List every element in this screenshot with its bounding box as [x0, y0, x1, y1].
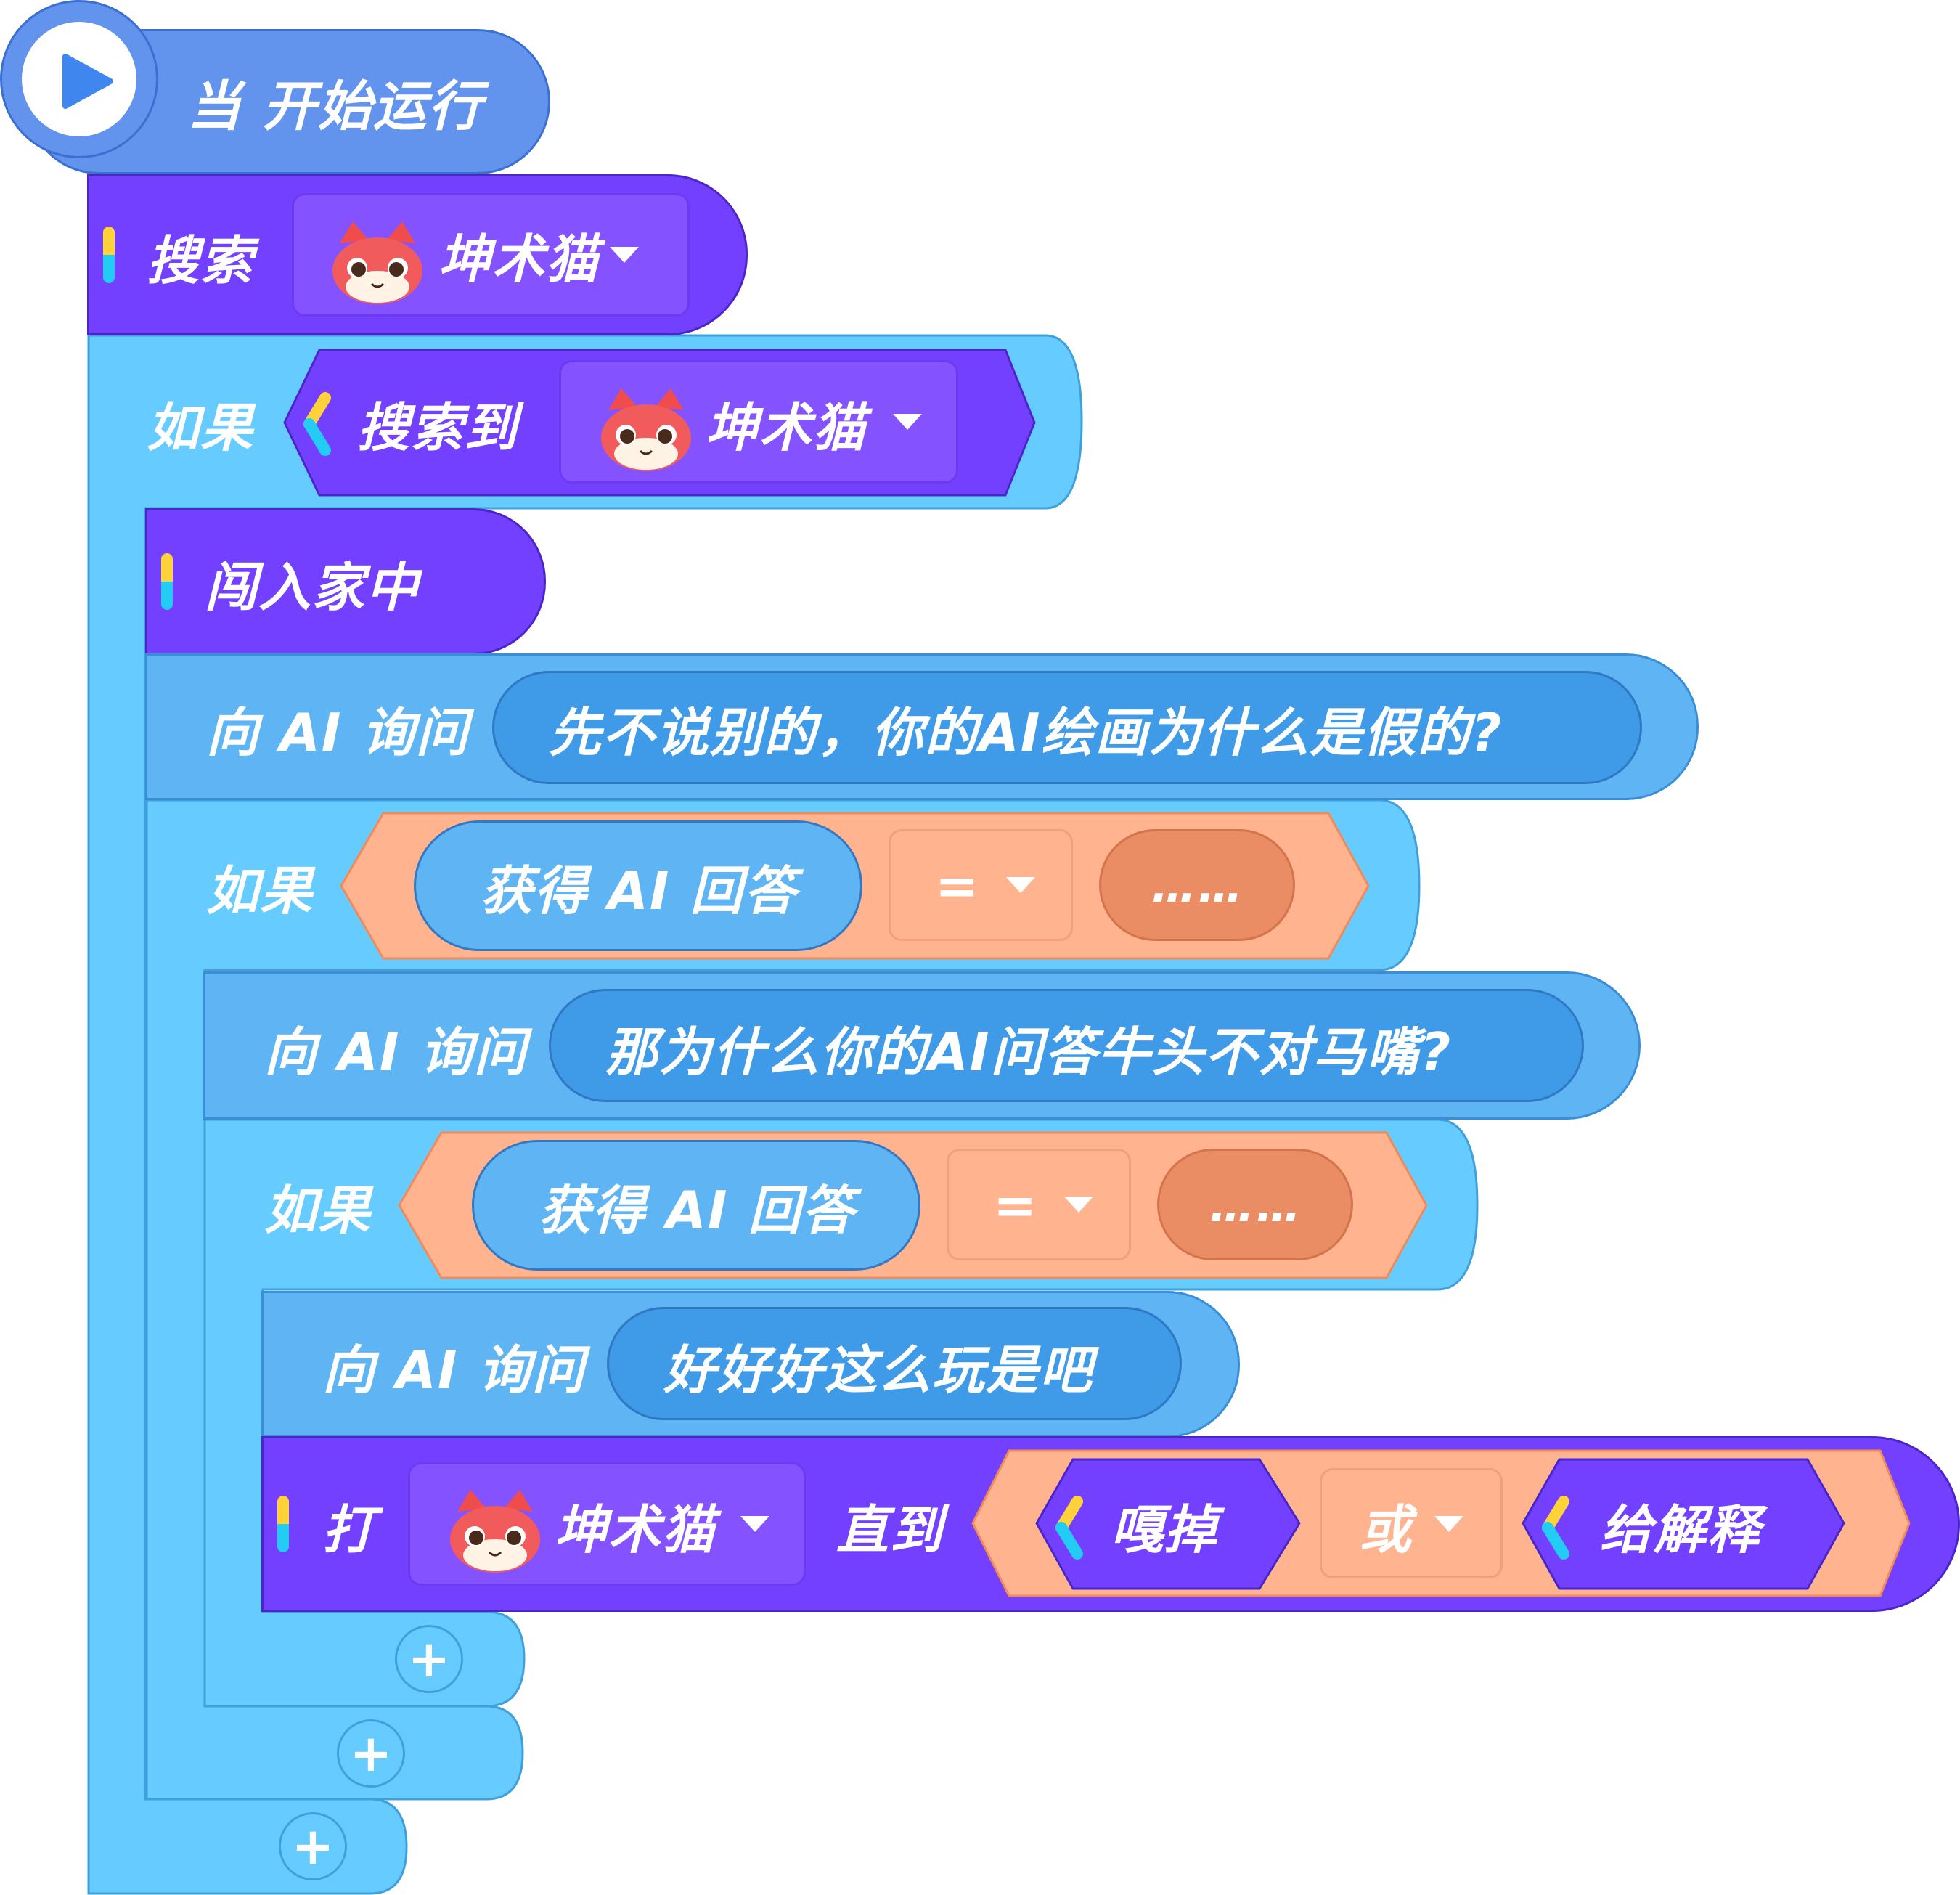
chevron-down-icon — [740, 1516, 769, 1532]
ask-question-input-2[interactable] — [549, 989, 1584, 1102]
compare-value-text-2: …… — [1209, 1178, 1302, 1232]
ask-ai-label-2: 向 AI 询问 — [264, 1021, 528, 1083]
get-ai-answer-label-1: 获得 AI 回答 — [481, 860, 798, 921]
cond-a-label[interactable]: 嘎掉 — [1111, 1499, 1219, 1560]
compare-value-text-1: …… — [1151, 859, 1244, 913]
until-label: 直到 — [836, 1499, 944, 1560]
chevron-down-icon — [1064, 1197, 1093, 1213]
get-ai-answer-reporter-1[interactable] — [414, 820, 862, 951]
hit-label: 打 — [322, 1499, 377, 1560]
ask-question-text-3: 好好好这么玩是吧 — [663, 1339, 1094, 1401]
operator-label-1: = — [935, 855, 981, 916]
enter-home-block[interactable] — [145, 508, 546, 655]
chevron-down-icon — [893, 414, 922, 430]
chevron-down-icon — [610, 247, 639, 263]
ask-ai-label-1: 向 AI 询问 — [206, 701, 470, 763]
pen-stripe-icon — [277, 1496, 289, 1552]
cat-avatar-icon — [327, 221, 428, 311]
if1-label: 如果 — [147, 396, 255, 458]
if1-condition-label: 搜索到 — [357, 396, 519, 458]
compare-value-input-2[interactable] — [1157, 1149, 1353, 1260]
chevron-down-icon — [1434, 1516, 1463, 1532]
ask-question-input-1[interactable] — [492, 671, 1642, 784]
if2-label: 如果 — [206, 860, 314, 921]
cond-b-label[interactable]: 给解释 — [1600, 1499, 1762, 1560]
boolean-chevron-icon — [303, 392, 331, 456]
search-label: 搜索 — [147, 229, 255, 291]
ask-question-text-2: 那为什么你的AI问答牛头不对马嘴? — [605, 1021, 1453, 1083]
compare-value-input-1[interactable] — [1099, 829, 1295, 941]
ask-ai-label-3: 向 AI 询问 — [322, 1339, 586, 1401]
operator-dropdown-2[interactable] — [947, 1149, 1131, 1260]
logic-operator-dropdown[interactable] — [1320, 1468, 1503, 1578]
if3-label: 如果 — [264, 1179, 372, 1241]
chevron-down-icon — [1006, 877, 1035, 893]
add-block-button[interactable]: + — [395, 1625, 463, 1693]
get-ai-answer-reporter-2[interactable] — [472, 1140, 920, 1271]
get-ai-answer-label-2: 获得 AI 回答 — [539, 1179, 856, 1241]
event-label: 当 开始运行 — [187, 75, 483, 138]
ask-question-input-3[interactable] — [607, 1307, 1182, 1420]
if1-target-label: 坤术猫 — [706, 396, 867, 458]
hit-target-label: 坤术猫 — [555, 1499, 716, 1560]
ask-question-text-1: 先不说别的，你的AI绘画为什么是假的? — [549, 701, 1503, 763]
play-icon — [62, 54, 113, 109]
search-target-label: 坤术猫 — [438, 228, 600, 290]
add-block-button[interactable]: + — [279, 1812, 347, 1880]
pen-stripe-icon — [103, 227, 115, 283]
enter-home-label: 闯入家中 — [205, 556, 420, 618]
operator-label-2: = — [993, 1175, 1039, 1236]
cat-avatar-icon — [444, 1490, 546, 1580]
boolean-chevron-icon — [1055, 1496, 1083, 1560]
operator-dropdown-1[interactable] — [889, 829, 1073, 941]
cat-avatar-icon — [595, 388, 697, 478]
add-block-button[interactable]: + — [337, 1719, 405, 1788]
logic-operator-label: 或 — [1359, 1499, 1413, 1560]
boolean-chevron-icon — [1542, 1496, 1569, 1560]
pen-stripe-icon — [161, 553, 173, 610]
